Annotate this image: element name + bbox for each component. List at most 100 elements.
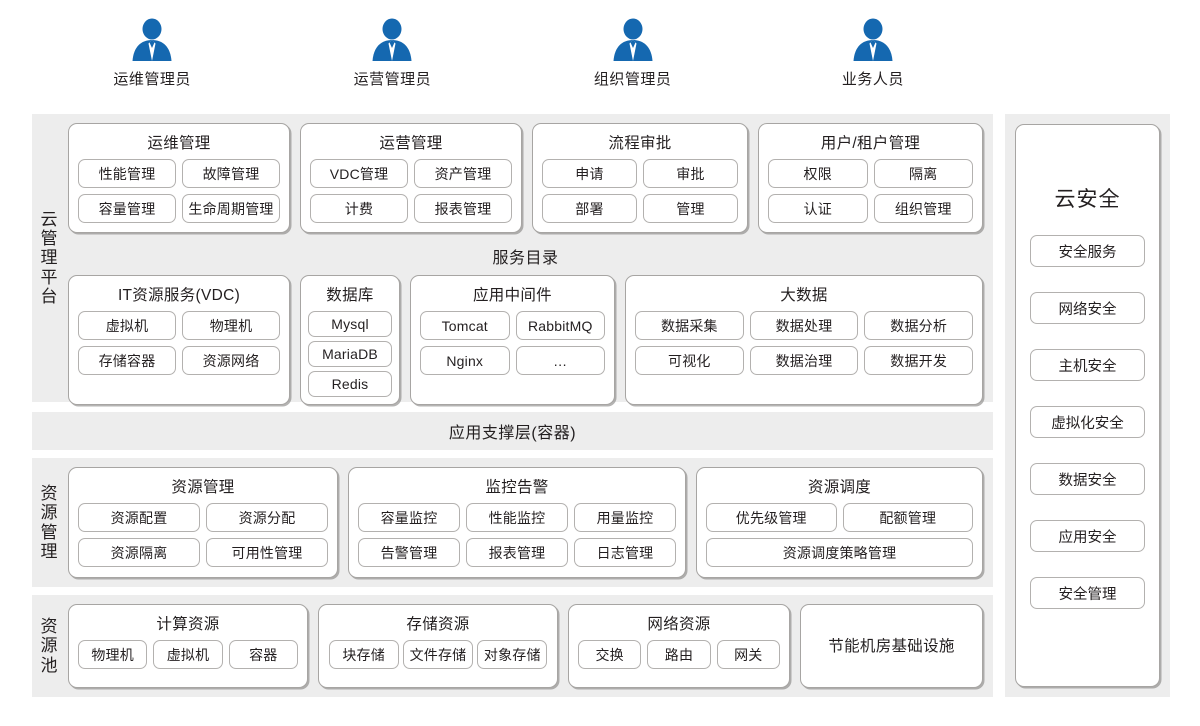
chip-item[interactable]: … (515, 346, 605, 375)
card-ops-management[interactable]: 运维管理 性能管理 故障管理 容量管理 生命周期管理 (68, 123, 290, 233)
chip-item[interactable]: 物理机 (182, 311, 280, 340)
chip-item[interactable]: 资源分配 (206, 503, 328, 532)
chip-item[interactable]: 可视化 (635, 346, 744, 375)
side-label-char: 管 (40, 229, 58, 249)
card-user-tenant-management[interactable]: 用户/租户管理 权限 隔离 认证 组织管理 (758, 123, 983, 233)
card-resource-scheduling[interactable]: 资源调度 优先级管理 配额管理 资源调度策略管理 (696, 467, 983, 578)
card-resource-management[interactable]: 资源管理 资源配置 资源分配 资源隔离 可用性管理 (68, 467, 338, 578)
chip-item[interactable]: 路由 (647, 640, 711, 669)
chip-item[interactable]: 配额管理 (842, 503, 973, 532)
user-avatar-icon (132, 18, 172, 61)
chip-item[interactable]: 报表管理 (466, 538, 568, 567)
chip-item[interactable]: 虚拟机 (153, 640, 223, 669)
chip-item[interactable]: 生命周期管理 (182, 194, 280, 223)
chip-item[interactable]: 认证 (768, 194, 868, 223)
chip-item[interactable]: 对象存储 (477, 640, 548, 669)
chip-item[interactable]: 性能监控 (466, 503, 568, 532)
side-label-char: 平 (40, 267, 58, 287)
chip-item[interactable]: 申请 (542, 159, 637, 188)
card-storage-resource[interactable]: 存储资源 块存储 文件存储 对象存储 (318, 604, 558, 688)
resource-management-side-label: 资 源 管 理 (32, 458, 66, 587)
chip-item[interactable]: Nginx (420, 346, 510, 375)
persona-org-admin: 组织管理员 (558, 18, 708, 89)
chip-item[interactable]: 资源网络 (182, 346, 280, 375)
chip-item[interactable]: 块存储 (328, 640, 399, 669)
chip-item[interactable]: 故障管理 (182, 159, 280, 188)
chip-item[interactable]: Redis (308, 371, 392, 397)
chip-item[interactable]: 容器 (228, 640, 298, 669)
resource-management-band: 资 源 管 理 资源管理 资源配置 资源分配 资源隔离 可用性管理 监控告警 容… (32, 458, 993, 587)
chip-item[interactable]: 网络安全 (1030, 292, 1145, 324)
side-label-char: 理 (40, 248, 58, 268)
chip-item[interactable]: 文件存储 (402, 640, 474, 669)
chip-item[interactable]: 部署 (542, 194, 637, 223)
persona-ops-admin: 运维管理员 (77, 18, 227, 89)
cloud-security-band: 云安全 安全服务 网络安全 主机安全 虚拟化安全 数据安全 应用安全 安全管理 (1005, 114, 1170, 697)
side-label-char: 源 (40, 503, 58, 523)
chip-item[interactable]: 性能管理 (78, 159, 176, 188)
chip-item[interactable]: 容量监控 (358, 503, 460, 532)
chip-item[interactable]: 资源配置 (78, 503, 200, 532)
card-operation-management[interactable]: 运营管理 VDC管理 资产管理 计费 报表管理 (300, 123, 522, 233)
chip-item[interactable]: 数据处理 (749, 311, 859, 340)
user-avatar-icon (613, 18, 653, 61)
chip-item[interactable]: 存储容器 (78, 346, 176, 375)
card-network-resource[interactable]: 网络资源 交换 路由 网关 (568, 604, 790, 688)
chip-item[interactable]: 物理机 (78, 640, 148, 669)
chip-item[interactable]: 主机安全 (1030, 349, 1145, 381)
card-compute-resource[interactable]: 计算资源 物理机 虚拟机 容器 (68, 604, 308, 688)
chip-item[interactable]: 数据分析 (864, 311, 973, 340)
chip-item[interactable]: 可用性管理 (206, 538, 328, 567)
card-application-middleware[interactable]: 应用中间件 Tomcat RabbitMQ Nginx … (410, 275, 615, 405)
card-green-datacenter-infrastructure[interactable]: 节能机房基础设施 (800, 604, 983, 688)
chip-item[interactable]: 资源调度策略管理 (706, 538, 973, 567)
card-title: 大数据 (780, 287, 828, 304)
card-it-resource-service[interactable]: IT资源服务(VDC) 虚拟机 物理机 存储容器 资源网络 (68, 275, 290, 405)
user-avatar-icon (372, 18, 412, 61)
chip-item[interactable]: 数据安全 (1030, 463, 1145, 495)
chip-item[interactable]: 应用安全 (1030, 520, 1145, 552)
chip-item[interactable]: 资源隔离 (78, 538, 200, 567)
chip-item[interactable]: 日志管理 (573, 538, 676, 567)
chip-item[interactable]: MariaDB (308, 341, 392, 367)
persona-label: 业务人员 (841, 71, 904, 88)
chip-item[interactable]: Mysql (308, 311, 392, 337)
chip-item[interactable]: 用量监控 (573, 503, 676, 532)
application-support-layer-strip: 应用支撑层(容器) (32, 412, 993, 450)
chip-item[interactable]: 数据采集 (635, 311, 744, 340)
chip-item[interactable]: 数据开发 (864, 346, 973, 375)
chip-item[interactable]: 数据治理 (749, 346, 859, 375)
application-support-label: 应用支撑层(容器) (448, 425, 577, 442)
side-label-char: 池 (40, 655, 58, 675)
card-database[interactable]: 数据库 Mysql MariaDB Redis (300, 275, 400, 405)
chip-item[interactable]: 告警管理 (358, 538, 460, 567)
chip-item[interactable]: 安全服务 (1030, 235, 1145, 267)
chip-item[interactable]: 容量管理 (78, 194, 176, 223)
chip-item[interactable]: 资产管理 (414, 159, 512, 188)
card-cloud-security[interactable]: 云安全 安全服务 网络安全 主机安全 虚拟化安全 数据安全 应用安全 安全管理 (1015, 124, 1160, 687)
chip-item[interactable]: Tomcat (420, 311, 510, 340)
card-title: 应用中间件 (472, 287, 552, 304)
chip-item[interactable]: 审批 (643, 159, 738, 188)
chip-item[interactable]: RabbitMQ (515, 311, 605, 340)
chip-item[interactable]: 隔离 (873, 159, 973, 188)
chip-item[interactable]: 优先级管理 (706, 503, 837, 532)
chip-item[interactable]: 权限 (768, 159, 868, 188)
chip-item[interactable]: 计费 (310, 194, 408, 223)
chip-item[interactable]: VDC管理 (310, 159, 408, 188)
card-big-data[interactable]: 大数据 数据采集 数据处理 数据分析 可视化 数据治理 数据开发 (625, 275, 983, 405)
service-catalog-title: 服务目录 (492, 250, 559, 267)
chip-item[interactable]: 安全管理 (1030, 577, 1145, 609)
chip-item[interactable]: 管理 (643, 194, 738, 223)
chip-item[interactable]: 网关 (716, 640, 780, 669)
card-title: 运维管理 (147, 135, 211, 152)
chip-item[interactable]: 虚拟机 (78, 311, 176, 340)
chip-item[interactable]: 交换 (578, 640, 642, 669)
side-label-char: 台 (40, 286, 58, 306)
chip-item[interactable]: 报表管理 (414, 194, 512, 223)
chip-item[interactable]: 组织管理 (873, 194, 973, 223)
card-monitoring-alarm[interactable]: 监控告警 容量监控 性能监控 用量监控 告警管理 报表管理 日志管理 (348, 467, 686, 578)
card-process-approval[interactable]: 流程审批 申请 审批 部署 管理 (532, 123, 748, 233)
chip-item[interactable]: 虚拟化安全 (1030, 406, 1145, 438)
